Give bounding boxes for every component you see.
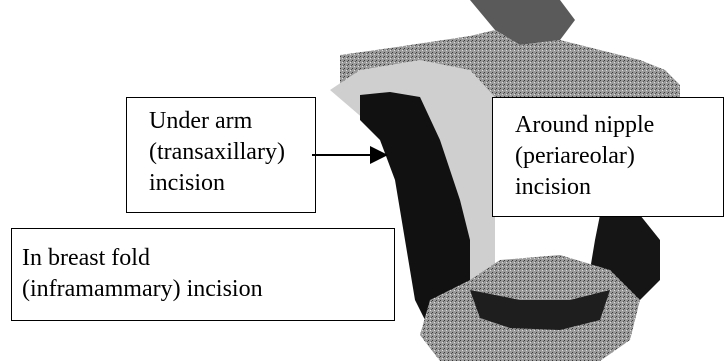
underarm-pointer-arrowhead [370,146,388,164]
breast-fold-shadow [470,290,610,330]
fold-label-line-1: In breast fold [22,245,150,271]
periareolar-incision-label: Around nipple (periareolar) incision [492,97,724,217]
underarm-label-line-2: (transaxillary) [149,139,285,165]
underarm-label-line-3: incision [149,170,225,196]
nipple-label-line-2: (periareolar) [515,143,635,169]
underarm-label-line-1: Under arm [149,108,253,134]
neck-shading [470,0,575,45]
inframammary-incision-label: In breast fold (inframammary) incision [11,228,395,321]
nipple-label-line-1: Around nipple [515,112,655,138]
fold-label-line-2: (inframammary) incision [22,276,263,302]
nipple-label-line-3: incision [515,174,591,200]
armpit-shadow [360,92,470,330]
underarm-incision-label: Under arm (transaxillary) incision [126,97,316,213]
